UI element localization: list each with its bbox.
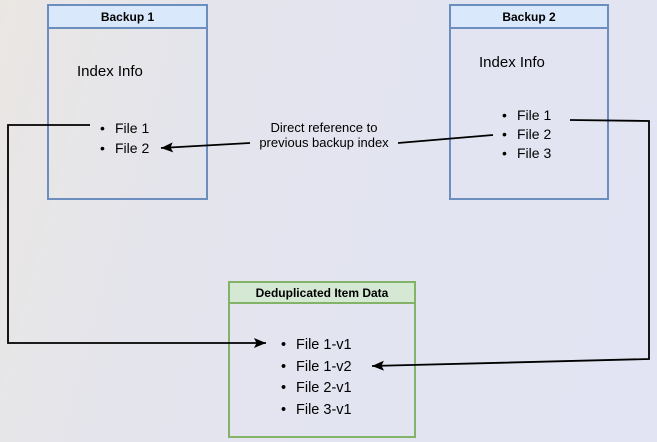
backup1-box: Backup 1 Index Info File 1 File 2 — [47, 4, 208, 200]
backup2-file-item: File 2 — [501, 125, 551, 144]
backup2-file-list: File 1 File 2 File 3 — [501, 106, 551, 163]
dedup-box: Deduplicated Item Data File 1-v1 File 1-… — [228, 281, 416, 438]
direct-reference-annotation: Direct reference to previous backup inde… — [259, 120, 389, 150]
dedup-file-item: File 3-v1 — [280, 400, 352, 422]
backup2-title: Backup 2 — [451, 6, 607, 29]
dedup-file-item: File 1-v1 — [280, 335, 352, 357]
backup1-file-list: File 1 File 2 — [99, 118, 149, 158]
dedup-file-list: File 1-v1 File 1-v2 File 2-v1 File 3-v1 — [280, 335, 352, 421]
dedup-file-item: File 2-v1 — [280, 378, 352, 400]
dedup-title: Deduplicated Item Data — [230, 283, 414, 304]
backup2-box: Backup 2 Index Info File 1 File 2 File 3 — [449, 4, 609, 200]
backup2-index-info-label: Index Info — [479, 54, 545, 71]
backup1-index-info-label: Index Info — [77, 63, 143, 80]
backup1-file-item: File 2 — [99, 138, 149, 158]
backup2-file-item: File 3 — [501, 144, 551, 163]
backup2-file-item: File 1 — [501, 106, 551, 125]
dedup-file-item: File 1-v2 — [280, 357, 352, 379]
backup1-file-item: File 1 — [99, 118, 149, 138]
backup1-title: Backup 1 — [49, 6, 206, 29]
